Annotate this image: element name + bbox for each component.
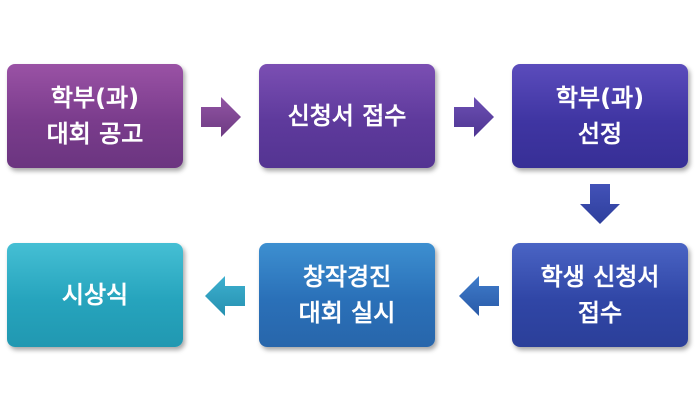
step-box-6: 시상식 — [7, 243, 183, 347]
step-3-line-1: 학부(과) — [555, 84, 645, 112]
step-box-3: 학부(과) 선정 — [512, 64, 688, 168]
arrow-left-2-icon — [205, 276, 245, 316]
step-1-line-1: 학부(과) — [50, 84, 140, 112]
step-5-line-1: 창작경진 — [302, 263, 392, 291]
step-box-1: 학부(과) 대회 공고 — [7, 64, 183, 168]
step-box-4: 학생 신청서 접수 — [512, 243, 688, 347]
arrow-right-1-icon — [201, 97, 241, 137]
arrow-left-1-icon — [459, 276, 499, 316]
step-4-line-1: 학생 신청서 — [540, 263, 660, 291]
step-3-line-2: 선정 — [577, 120, 623, 148]
step-5-line-2: 대회 실시 — [298, 299, 396, 327]
arrow-right-2-icon — [454, 97, 494, 137]
step-box-5: 창작경진 대회 실시 — [259, 243, 435, 347]
step-2-line-1: 신청서 접수 — [287, 102, 407, 130]
step-box-2: 신청서 접수 — [259, 64, 435, 168]
step-6-line-1: 시상식 — [61, 281, 129, 309]
arrow-down-icon — [580, 184, 620, 224]
step-4-line-2: 접수 — [577, 299, 623, 327]
step-1-line-2: 대회 공고 — [46, 120, 144, 148]
